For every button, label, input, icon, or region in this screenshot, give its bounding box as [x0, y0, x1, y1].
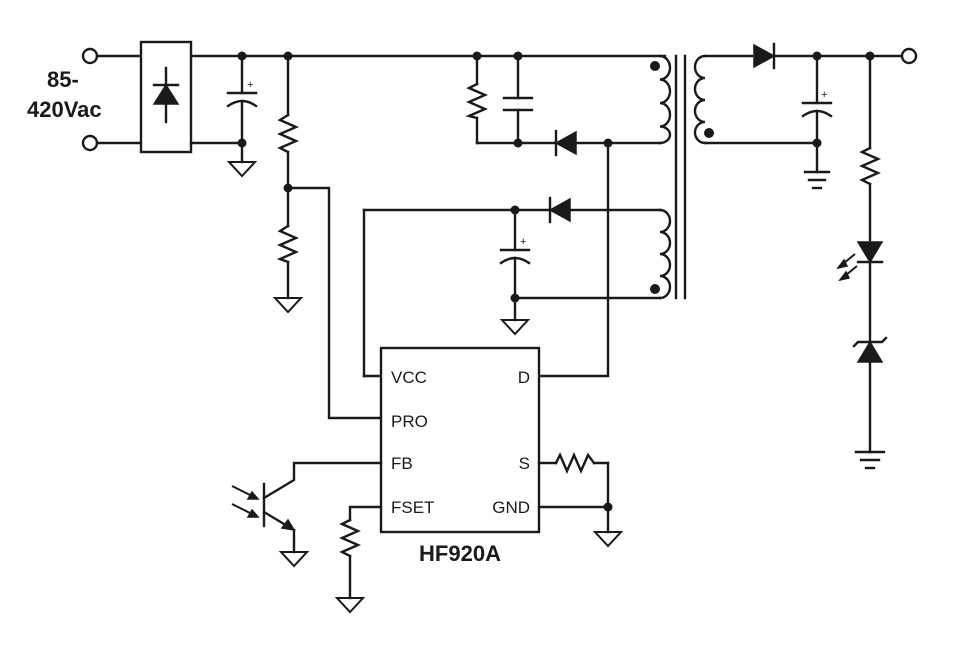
bulk-capacitor: + — [226, 54, 258, 178]
pin-d-label: D — [518, 368, 530, 387]
ac-input: 85- 420Vac — [27, 47, 143, 152]
ic-part-number: HF920A — [419, 541, 501, 566]
pin-fb-label: FB — [391, 454, 413, 473]
controller-ic: VCC PRO FB FSET D S GND HF920A — [379, 346, 541, 566]
svg-text:+: + — [247, 79, 253, 91]
output-stage: + — [703, 42, 918, 470]
ground-symbol — [334, 597, 366, 614]
sense-resistor — [537, 452, 624, 548]
ac-input-terminal-top — [81, 47, 99, 65]
input-voltage-label-line1: 85- — [47, 67, 79, 92]
drain-wire — [537, 141, 610, 378]
ground-symbol — [592, 531, 624, 548]
pin-pro-label: PRO — [391, 412, 428, 431]
ground-symbol — [226, 161, 258, 178]
pin-fset-label: FSET — [391, 498, 434, 517]
pro-divider — [272, 54, 383, 420]
transformer — [606, 54, 714, 300]
rcd-clamp — [465, 54, 610, 157]
pin-s-label: S — [519, 454, 530, 473]
input-voltage-label-line2: 420Vac — [27, 97, 102, 122]
opto-phototransistor — [231, 461, 383, 568]
ac-input-terminal-bottom — [81, 134, 99, 152]
svg-text:+: + — [520, 236, 526, 248]
ground-symbol — [272, 297, 304, 314]
dc-output-terminal — [900, 47, 918, 65]
svg-text:+: + — [821, 89, 827, 101]
ic-body — [379, 346, 541, 534]
pin-gnd-label: GND — [492, 498, 530, 517]
fset-resistor — [334, 505, 383, 614]
ground-symbol — [278, 551, 310, 568]
bridge-rectifier — [139, 40, 193, 154]
ground-symbol — [499, 319, 531, 336]
pin-vcc-label: VCC — [391, 368, 427, 387]
